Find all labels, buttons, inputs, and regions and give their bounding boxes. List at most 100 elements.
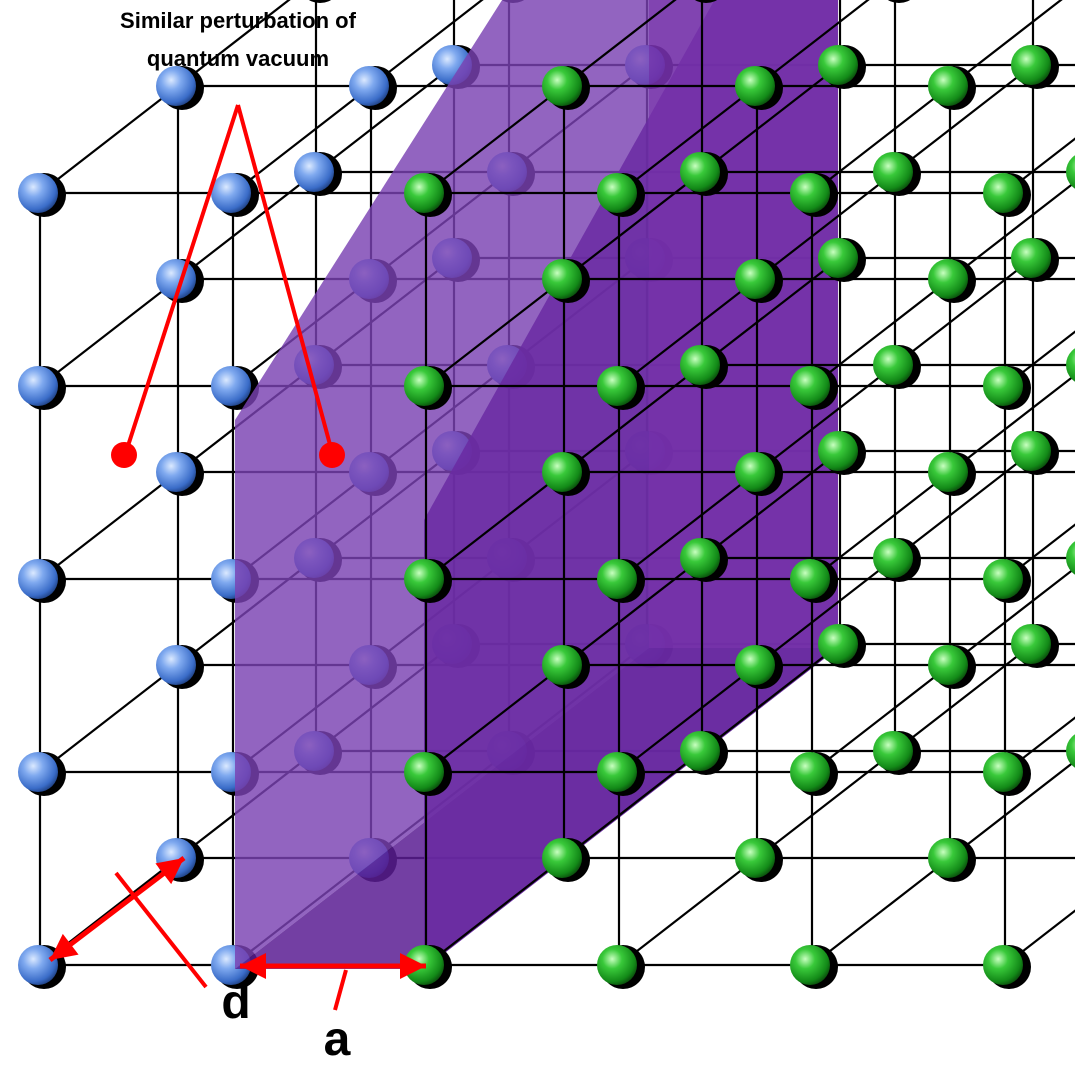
green-sphere xyxy=(873,731,921,775)
lattice-edge xyxy=(949,373,1075,473)
blue-sphere xyxy=(18,559,66,603)
label-d: d xyxy=(221,976,250,1029)
arrow-d-shaft xyxy=(48,856,186,962)
label-a: a xyxy=(324,1013,351,1066)
annotation-text-line2: quantum vacuum xyxy=(147,46,329,71)
blue-sphere xyxy=(211,173,259,217)
pointer-left xyxy=(124,104,240,453)
lattice-edge xyxy=(1004,909,1075,966)
arrow-a-head-start xyxy=(240,953,266,979)
green-sphere xyxy=(680,345,728,389)
green-sphere xyxy=(1011,45,1059,89)
lattice-edge xyxy=(811,664,951,773)
lattice-edge xyxy=(1004,716,1075,773)
lattice-edge xyxy=(949,180,1075,280)
blue-sphere xyxy=(294,152,342,196)
arrow-d-head-start xyxy=(50,933,79,960)
lattice-edge xyxy=(618,857,758,966)
lattice-edge xyxy=(756,557,896,666)
green-sphere xyxy=(597,945,645,989)
lattice-edge xyxy=(425,664,565,773)
green-sphere xyxy=(404,752,452,796)
lattice-edge xyxy=(949,759,1075,859)
lattice-edge xyxy=(756,171,896,280)
lattice-edge xyxy=(894,64,1034,173)
green-sphere xyxy=(1066,348,1075,382)
lattice-edge xyxy=(563,171,703,280)
lattice-edge xyxy=(370,0,484,87)
lattice-edge xyxy=(701,64,841,173)
lattice-edge xyxy=(39,471,179,580)
green-sphere xyxy=(404,366,452,410)
lattice-edge xyxy=(811,85,951,194)
green-sphere xyxy=(928,645,976,689)
lattice-edge xyxy=(701,257,841,366)
blue-sphere xyxy=(308,0,332,3)
lattice-edge xyxy=(177,0,291,87)
lattice-spheres-front xyxy=(404,0,1075,989)
lattice-edge xyxy=(949,566,1075,666)
pointer-right xyxy=(236,104,334,453)
lattice-edge xyxy=(39,85,179,194)
lattice-edge xyxy=(1004,523,1075,580)
green-sphere xyxy=(818,624,866,668)
lattice-edge xyxy=(618,471,758,580)
blue-sphere xyxy=(156,645,204,689)
green-sphere xyxy=(873,538,921,582)
lattice-edge xyxy=(618,278,758,387)
lattice-edge xyxy=(177,171,317,280)
green-sphere xyxy=(735,66,783,110)
green-sphere xyxy=(790,366,838,410)
lattice-edge xyxy=(425,85,565,194)
pointer-dot-left xyxy=(111,442,137,468)
green-sphere xyxy=(928,259,976,303)
annotation-arrows xyxy=(48,104,426,1011)
green-sphere xyxy=(928,838,976,882)
blue-sphere xyxy=(18,173,66,217)
arrow-d-leader xyxy=(114,871,208,989)
pointer-dot-right xyxy=(319,442,345,468)
green-sphere xyxy=(818,431,866,475)
green-sphere xyxy=(542,66,590,110)
green-sphere xyxy=(928,452,976,496)
green-sphere xyxy=(887,0,911,3)
lattice-edge xyxy=(1004,330,1075,387)
green-sphere xyxy=(680,152,728,196)
arrow-d-head-end xyxy=(155,858,184,885)
green-sphere xyxy=(404,559,452,603)
green-sphere xyxy=(404,173,452,217)
lattice-edge xyxy=(425,471,565,580)
green-sphere xyxy=(1011,431,1059,475)
lattice-edge xyxy=(39,664,179,773)
green-sphere xyxy=(1011,624,1059,668)
blue-sphere xyxy=(349,66,397,110)
green-sphere xyxy=(818,238,866,282)
lattice-edge xyxy=(756,750,896,859)
lattice-edge xyxy=(949,0,1063,87)
green-sphere xyxy=(1066,155,1075,189)
green-sphere xyxy=(597,752,645,796)
green-sphere xyxy=(735,259,783,303)
green-sphere xyxy=(873,152,921,196)
blue-sphere xyxy=(156,452,204,496)
lattice-edge xyxy=(618,664,758,773)
green-sphere xyxy=(735,838,783,882)
green-sphere xyxy=(1066,541,1075,575)
green-sphere xyxy=(597,559,645,603)
lattice-edge xyxy=(811,471,951,580)
lattice-edge xyxy=(618,85,758,194)
lattice-edge xyxy=(701,643,841,752)
lattice-edge xyxy=(1004,137,1075,194)
lattice-edge xyxy=(425,857,565,966)
green-sphere xyxy=(680,538,728,582)
green-sphere xyxy=(542,452,590,496)
green-sphere xyxy=(542,645,590,689)
lattice-edge xyxy=(756,364,896,473)
lattice-edge xyxy=(811,857,951,966)
lattice-edge xyxy=(894,643,1034,752)
green-sphere xyxy=(983,559,1031,603)
green-sphere xyxy=(790,752,838,796)
green-sphere xyxy=(790,945,838,989)
blue-sphere xyxy=(211,366,259,410)
